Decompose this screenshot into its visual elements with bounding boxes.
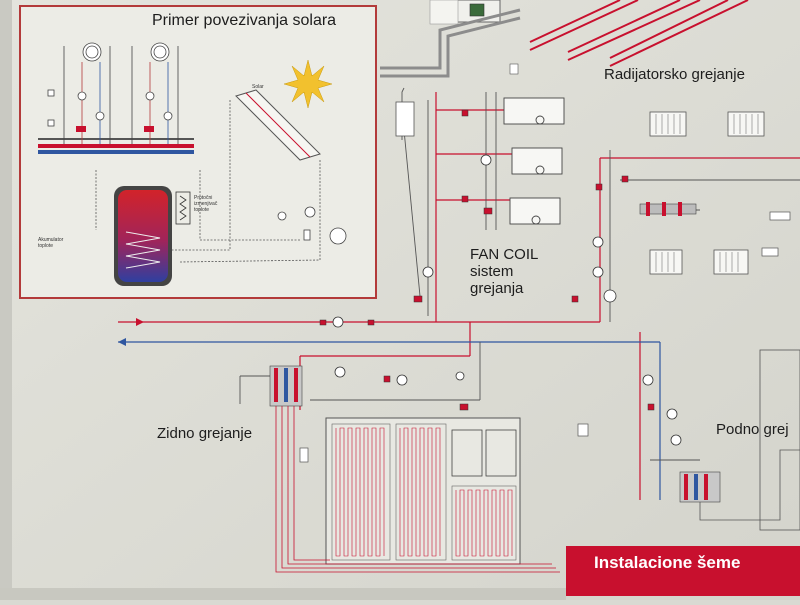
heat-exchanger-label-line-2: izmenjivač [194, 201, 218, 207]
solar-section-title: Primer povezivanja solara [152, 12, 337, 29]
solar-panel-label: Solar [252, 84, 264, 90]
poster-bottom-edge [0, 588, 566, 600]
misc-components [299, 211, 791, 463]
title-banner-text: Instalacione šeme [594, 553, 741, 572]
wall-edge [0, 0, 12, 600]
system-pumps [332, 154, 682, 446]
pump-group-2 [131, 42, 179, 144]
radiator-fins [655, 114, 759, 272]
solar-piping [95, 100, 321, 263]
thermostat [395, 63, 519, 137]
pump-group-1 [63, 42, 111, 144]
fancoil-title-line-1: FAN COIL [470, 246, 539, 263]
sun-icon [283, 59, 333, 109]
solar-panel [235, 89, 321, 161]
wall-heating-manifold [269, 365, 303, 407]
radiator-manifold [639, 202, 697, 216]
heat-exchanger-label-line-3: toplote [194, 207, 210, 213]
flue-duct [380, 8, 521, 78]
fancoil-title-line-2: sistem [470, 263, 514, 280]
solar-header-bars [38, 138, 194, 154]
accumulator-tank [114, 186, 172, 286]
accumulator-label-line-1: Akumulator [38, 237, 64, 243]
main-return-pipes [118, 341, 661, 500]
wall-heating-title: Zidno grejanje [157, 425, 253, 442]
fancoil-units [503, 97, 565, 225]
accumulator-label-line-2: toplote [38, 243, 54, 249]
wall-heating-feeds [275, 406, 560, 573]
heat-exchanger-label-line-1: Protočni [194, 195, 213, 201]
title-banner [566, 546, 800, 596]
fancoil-section-title: FAN COIL sistem grejanja [470, 246, 538, 297]
fancoil-title-line-3: grejanja [470, 280, 524, 297]
floor-heating-title: Podno grej [716, 421, 789, 438]
solar-valves [47, 89, 347, 245]
floor-heating-manifold [679, 349, 800, 531]
wall-heating-coils [325, 417, 521, 565]
pipe-arrows [118, 318, 144, 346]
wall-heating-stripes [529, 0, 749, 67]
heat-exchanger-label: Protočni izmenjivač toplote [194, 195, 217, 213]
radiator-section-title: Radijatorsko grejanje [604, 66, 745, 83]
accumulator-label: Akumulator toplote [38, 237, 63, 249]
heat-exchanger [175, 191, 191, 225]
boiler-unit [429, 0, 501, 25]
system-valves [319, 109, 655, 411]
